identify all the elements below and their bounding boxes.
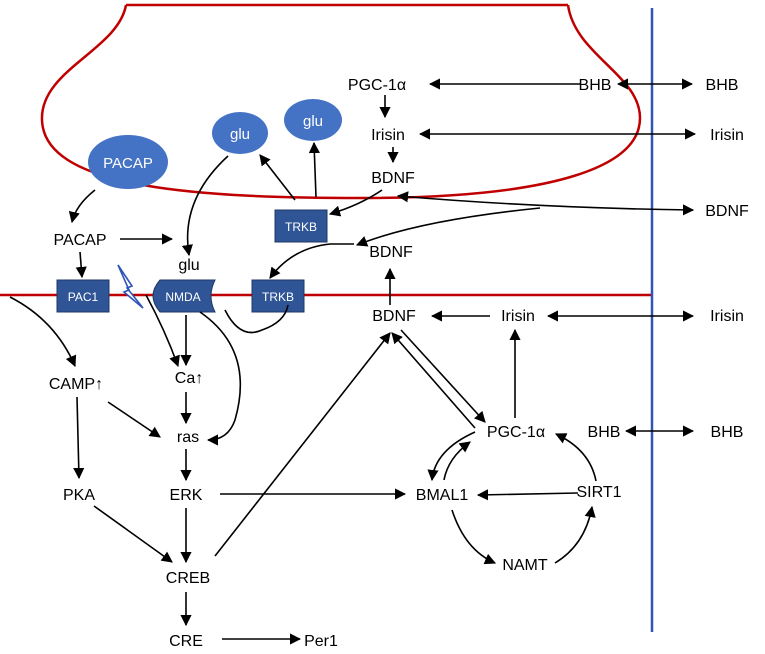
arrows-lower	[9, 294, 695, 645]
trkb-receptor-top	[274, 209, 328, 243]
bdnf-top-label: BDNF	[371, 170, 415, 187]
bmal1-label: BMAL1	[416, 487, 469, 504]
bhb-mid-label: BHB	[579, 77, 612, 94]
trkb-receptor-low-label: TRKB	[262, 290, 294, 304]
per1-label: Per1	[304, 633, 338, 650]
erk-label: ERK	[170, 487, 203, 504]
nmda-receptor-label: NMDA	[165, 290, 200, 304]
bdnf-right-label: BDNF	[705, 203, 749, 220]
trkb-receptor-top-label: TRKB	[285, 220, 317, 234]
ras-label: ras	[177, 429, 199, 446]
bdnf-mid-label: BDNF	[369, 244, 413, 261]
presynaptic-terminal-outline	[40, 4, 642, 200]
glu-vesicle-2	[284, 99, 342, 141]
ca-label: Ca↑	[175, 370, 203, 387]
sirt1-label: SIRT1	[576, 484, 621, 501]
pka-label: PKA	[63, 487, 95, 504]
pac1-receptor	[56, 279, 110, 313]
pac1-receptor-label: PAC1	[68, 290, 99, 304]
bhb-low-label: BHB	[588, 424, 621, 441]
irisin-top-label: Irisin	[371, 127, 405, 144]
glu-vesicle-1-label: glu	[230, 126, 250, 143]
camp-label: CAMP↑	[49, 376, 103, 393]
pgc1a-low-label: PGC-1α	[487, 424, 545, 441]
cre-label: CRE	[169, 633, 203, 650]
bhb-right-top-label: BHB	[706, 77, 739, 94]
pacap-vesicle	[88, 135, 168, 189]
glu-vesicle-1	[212, 112, 268, 154]
pgc1a-top-label: PGC-1α	[348, 77, 406, 94]
bhb-right-low-label: BHB	[711, 424, 744, 441]
arrows-upper	[68, 78, 697, 305]
irisin-right-top-label: Irisin	[710, 127, 744, 144]
glu-vesicle-2-label: glu	[303, 113, 323, 130]
creb-label: CREB	[166, 570, 210, 587]
nmda-receptor	[152, 279, 216, 313]
glu-small-label: glu	[178, 257, 199, 274]
lightning-bolt-icon	[117, 264, 144, 309]
pacap-vesicle-label: PACAP	[103, 155, 153, 172]
bdnf-low-label: BDNF	[372, 308, 416, 325]
irisin-low-label: Irisin	[501, 308, 535, 325]
irisin-right-low-label: Irisin	[710, 308, 744, 325]
pacap-out-label: PACAP	[53, 232, 106, 249]
trkb-receptor-low	[251, 279, 305, 313]
namt-label: NAMT	[502, 557, 548, 574]
